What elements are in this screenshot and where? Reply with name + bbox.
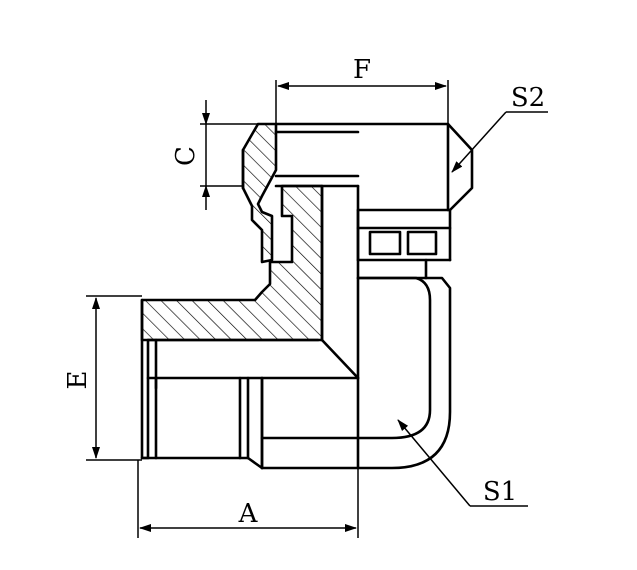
dimension-label-e: E bbox=[63, 371, 93, 390]
dimension-label-f: F bbox=[353, 55, 371, 85]
dimension-lines bbox=[92, 82, 447, 532]
dimension-label-c: C bbox=[171, 146, 201, 166]
sectioned-nut bbox=[241, 122, 278, 264]
dimension-label-s1: S1 bbox=[483, 477, 517, 507]
extension-lines bbox=[86, 80, 449, 538]
dimension-label-a: A bbox=[238, 499, 259, 529]
dimension-label-s2: S2 bbox=[511, 83, 545, 113]
leader-lines bbox=[397, 111, 548, 507]
sectioned-body bbox=[140, 184, 324, 342]
fitting-outline bbox=[140, 122, 474, 470]
